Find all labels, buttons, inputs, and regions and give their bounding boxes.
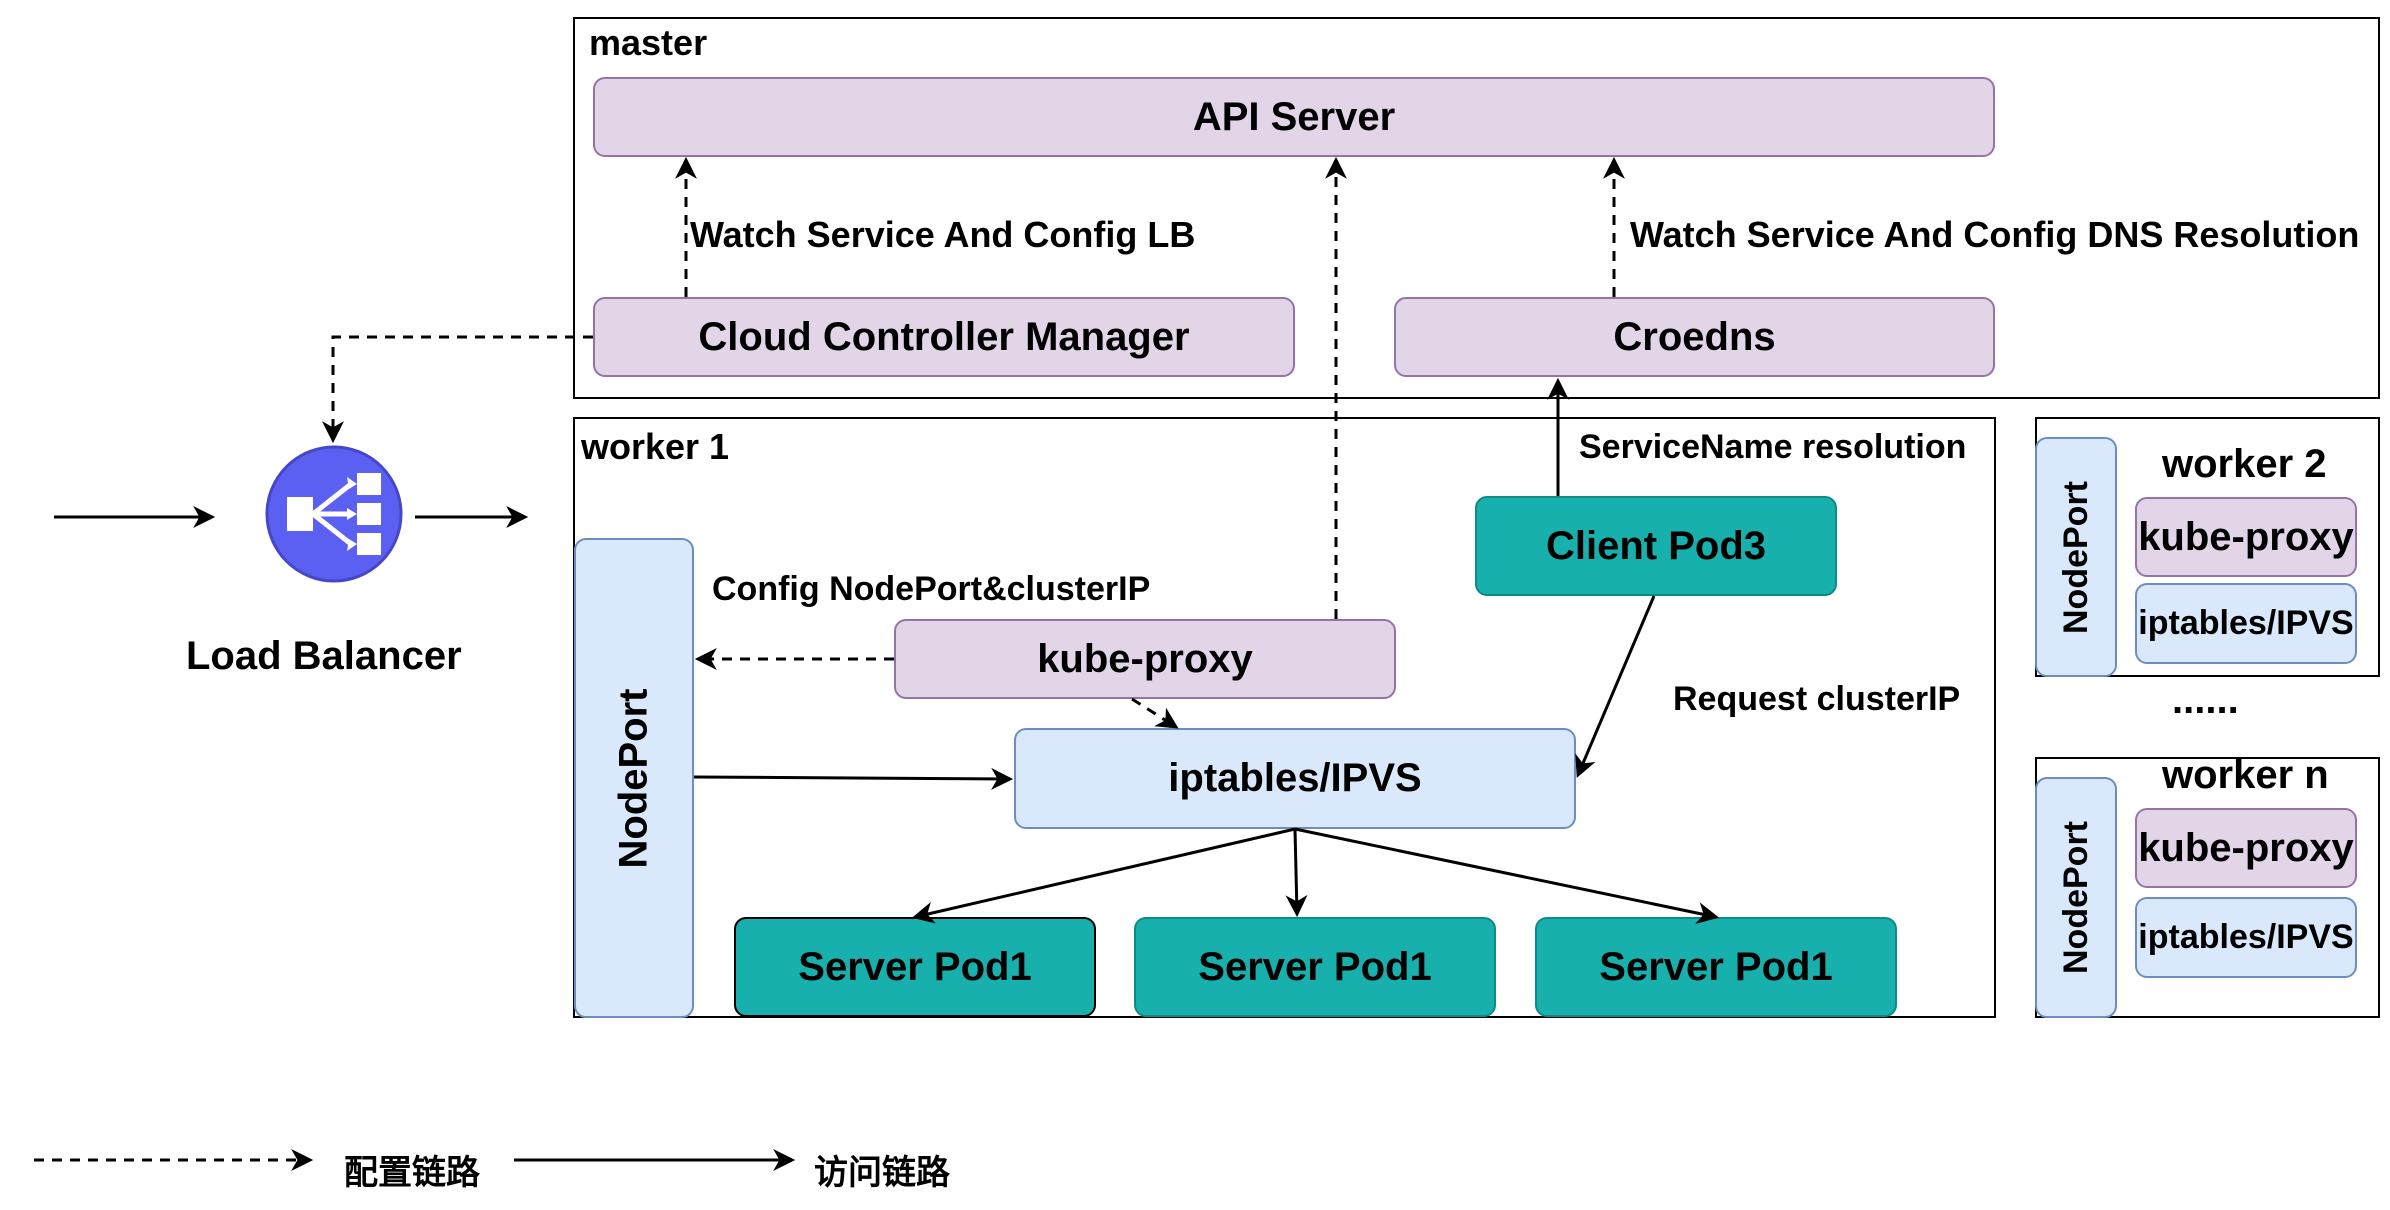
workern-nodeport[interactable]: NodePort [2035, 777, 2117, 1018]
api-server-box[interactable]: API Server [593, 77, 1995, 157]
cloud-controller-manager-box[interactable]: Cloud Controller Manager [593, 297, 1295, 377]
kube-proxy-to-iptables-arrow [1131, 697, 1179, 729]
iptables-to-pod1-arrow [911, 827, 1296, 924]
servicename-resolution-label: ServiceName resolution [1579, 428, 1967, 466]
request-clusterip-arrow [1575, 595, 1656, 778]
legend-access-link-label: 访问链路 [814, 1154, 950, 1192]
load-balancer-label: Load Balancer [186, 634, 462, 678]
worker2-nodeport[interactable]: NodePort [2035, 437, 2117, 677]
iptables-to-pod2-arrow [1285, 828, 1308, 918]
request-clusterip-label: Request clusterIP [1673, 680, 1961, 718]
watch-lb-label: Watch Service And Config LB [690, 214, 1196, 255]
server-pod-2[interactable]: Server Pod1 [1134, 917, 1496, 1017]
server-pod-3[interactable]: Server Pod1 [1535, 917, 1897, 1017]
workers-ellipsis: ...... [2172, 678, 2239, 722]
watch-dns-label: Watch Service And Config DNS Resolution [1630, 214, 2360, 255]
workern-kube-proxy[interactable]: kube-proxy [2135, 808, 2357, 888]
worker1-nodeport[interactable]: NodePort [574, 538, 694, 1018]
coredns-box[interactable]: Croedns [1394, 297, 1995, 377]
master-title: master [589, 22, 708, 63]
worker1-iptables-ipvs[interactable]: iptables/IPVS [1014, 728, 1576, 829]
workern-title: worker n [2162, 753, 2329, 797]
worker2-title: worker 2 [2162, 442, 2327, 486]
worker2-iptables-ipvs[interactable]: iptables/IPVS [2135, 583, 2357, 664]
load-balancer-icon[interactable] [265, 445, 403, 583]
worker1-title: worker 1 [581, 426, 730, 467]
worker1-kube-proxy[interactable]: kube-proxy [894, 619, 1396, 699]
worker2-kube-proxy[interactable]: kube-proxy [2135, 497, 2357, 577]
ccm-to-lb-arrow [322, 335, 593, 444]
legend-config-link-label: 配置链路 [344, 1154, 480, 1192]
config-nodeport-label: Config NodePort&clusterIP [712, 570, 1151, 608]
server-pod-1[interactable]: Server Pod1 [734, 917, 1096, 1017]
workern-iptables-ipvs[interactable]: iptables/IPVS [2135, 897, 2357, 978]
client-pod3[interactable]: Client Pod3 [1475, 496, 1837, 596]
iptables-to-pod3-arrow [1294, 827, 1720, 924]
nodeport-to-iptables-arrow [693, 767, 1014, 790]
